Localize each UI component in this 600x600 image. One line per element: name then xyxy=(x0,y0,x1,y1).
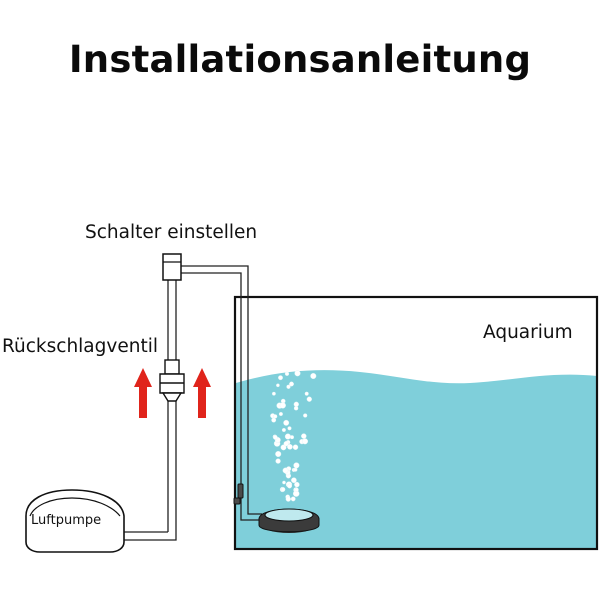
bubble xyxy=(279,402,286,409)
bubble xyxy=(282,467,289,474)
bubble xyxy=(290,496,296,502)
up-arrow-icon xyxy=(134,368,211,418)
bubble xyxy=(276,383,280,388)
bubble xyxy=(283,441,289,447)
air-stone-icon xyxy=(258,508,320,533)
air-pump-icon xyxy=(25,489,125,553)
check-valve-label: Rückschlagventil xyxy=(2,336,158,357)
bubble xyxy=(289,381,294,387)
bubble xyxy=(306,396,312,402)
bubble xyxy=(287,483,292,489)
bubble xyxy=(304,391,309,396)
bubble xyxy=(271,391,276,396)
switch-label: Schalter einstellen xyxy=(85,222,258,243)
air-pump-label: Luftpumpe xyxy=(31,513,102,528)
aquarium-label: Aquarium xyxy=(483,322,573,343)
bubble xyxy=(284,433,291,440)
switch-icon xyxy=(162,253,182,281)
bubble xyxy=(294,487,299,492)
bubble xyxy=(293,401,299,407)
bubble xyxy=(286,384,291,389)
bubble xyxy=(302,438,309,445)
bubble xyxy=(293,467,298,472)
bubble xyxy=(271,417,277,423)
check-valve-icon xyxy=(159,359,185,402)
bubble xyxy=(275,451,282,458)
air-bubbles xyxy=(270,370,317,502)
bubble xyxy=(303,413,308,418)
bubble xyxy=(281,487,286,492)
page-title: Installationsanleitung xyxy=(68,38,532,81)
bubble xyxy=(292,444,299,450)
aquarium-water xyxy=(236,370,597,549)
bubble xyxy=(291,477,297,484)
bubble xyxy=(294,481,300,488)
bubble xyxy=(281,428,286,433)
bubble xyxy=(293,406,299,411)
bubble xyxy=(275,458,281,464)
bubble xyxy=(280,444,287,451)
bubble xyxy=(284,371,290,376)
bubble xyxy=(287,443,293,450)
bubble xyxy=(282,480,286,485)
bubble xyxy=(278,375,283,381)
bubble xyxy=(301,433,307,439)
bubble xyxy=(287,426,292,431)
tube-clip xyxy=(233,483,244,505)
bubble xyxy=(278,412,283,417)
bubble xyxy=(283,419,290,426)
bubble xyxy=(293,462,300,469)
bubble xyxy=(310,373,317,380)
bubble xyxy=(285,496,291,502)
aquarium-tank xyxy=(233,295,599,551)
air-tubing xyxy=(124,265,262,541)
bubble xyxy=(294,370,301,377)
bubble xyxy=(273,435,278,440)
